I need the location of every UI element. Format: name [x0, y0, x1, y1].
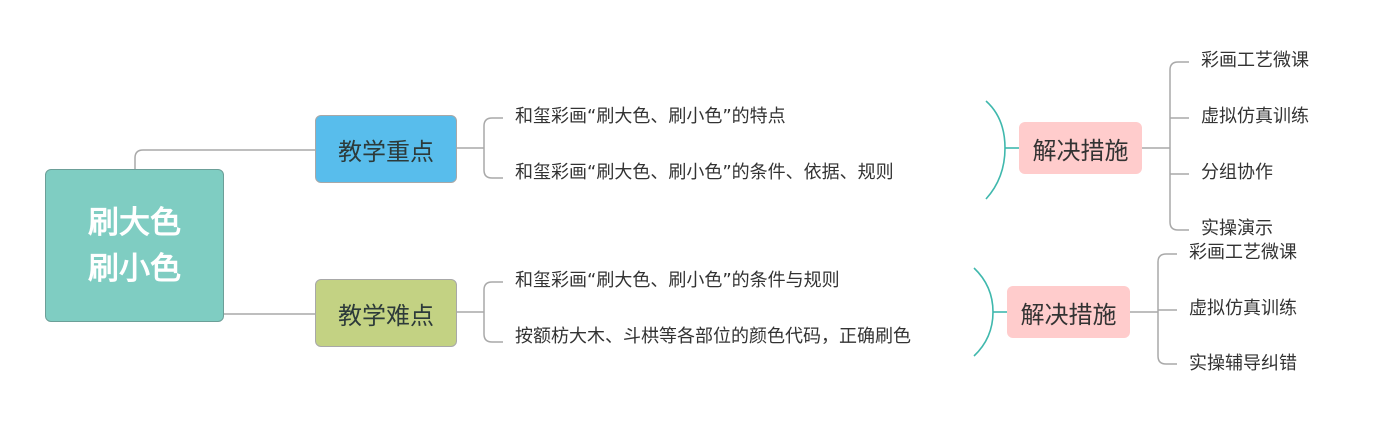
focus-label: 教学重点: [338, 137, 434, 166]
difficulty-label: 教学难点: [338, 301, 434, 330]
difficulty-solution-label: 解决措施: [1020, 300, 1117, 329]
difficulty-point-2[interactable]: 按额枋大木、斗栱等各部位的颜色代码，正确刷色: [515, 326, 911, 347]
difficulty-solution-node[interactable]: 解决措施: [1007, 286, 1130, 338]
focus-measure-2[interactable]: 虚拟仿真训练: [1201, 106, 1309, 127]
summary-bracket-difficulty: [973, 267, 994, 357]
focus-measure-3[interactable]: 分组协作: [1201, 162, 1273, 183]
focus-measure-1[interactable]: 彩画工艺微课: [1201, 50, 1309, 71]
link-solution2-measures: [1130, 253, 1177, 365]
difficulty-measure-3[interactable]: 实操辅导纠错: [1189, 353, 1297, 374]
link-focus-points: [457, 117, 503, 179]
root-node[interactable]: 刷大色 刷小色: [45, 169, 224, 322]
focus-solution-label: 解决措施: [1032, 136, 1129, 165]
focus-point-2[interactable]: 和玺彩画“刷大色、刷小色”的条件、依据、规则: [515, 162, 894, 183]
root-label-line1: 刷大色: [88, 204, 181, 241]
difficulty-measure-1[interactable]: 彩画工艺微课: [1189, 242, 1297, 263]
root-label-line2: 刷小色: [88, 250, 181, 287]
difficulty-measure-2[interactable]: 虚拟仿真训练: [1189, 298, 1297, 319]
focus-measure-4[interactable]: 实操演示: [1201, 218, 1273, 239]
focus-point-1[interactable]: 和玺彩画“刷大色、刷小色”的特点: [515, 106, 786, 127]
link-difficulty-points: [457, 281, 503, 343]
summary-bracket-focus: [985, 100, 1006, 200]
link-solution1-measures: [1142, 61, 1189, 231]
focus-node[interactable]: 教学重点: [315, 115, 457, 183]
difficulty-node[interactable]: 教学难点: [315, 279, 457, 347]
focus-solution-node[interactable]: 解决措施: [1019, 122, 1142, 174]
difficulty-point-1[interactable]: 和玺彩画“刷大色、刷小色”的条件与规则: [515, 270, 840, 291]
link-root-focus: [134, 149, 315, 169]
